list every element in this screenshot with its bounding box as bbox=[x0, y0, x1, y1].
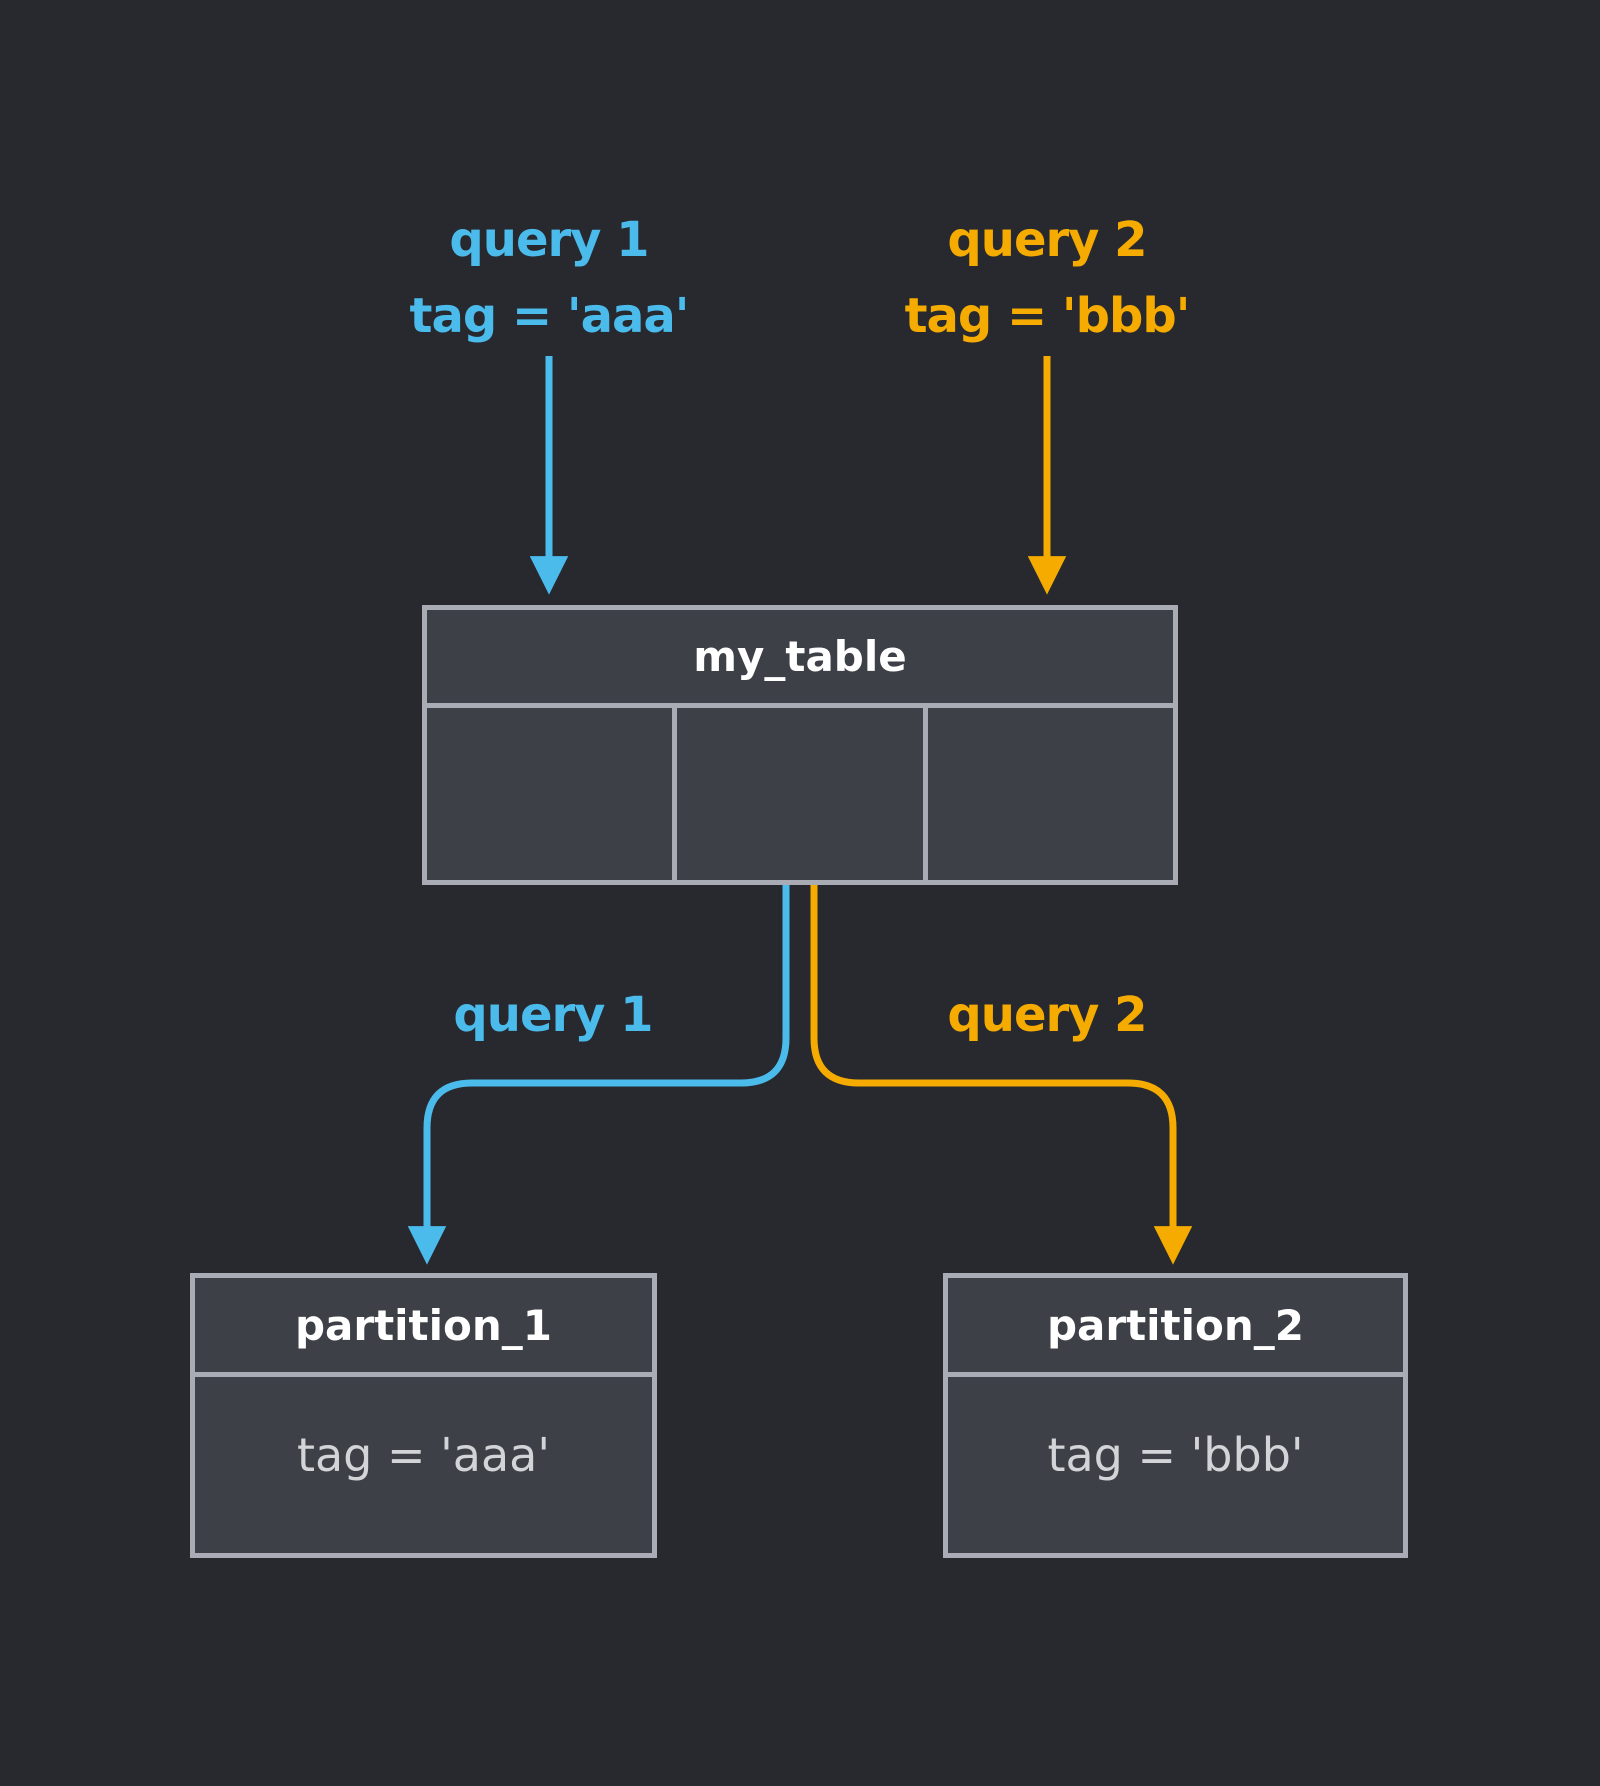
my-table-cells bbox=[427, 708, 1173, 880]
query1-route-label: query 1 bbox=[453, 987, 653, 1043]
query2-route-label: query 2 bbox=[947, 987, 1147, 1043]
table-cell bbox=[427, 708, 673, 880]
query2-name: query 2 bbox=[947, 212, 1147, 268]
my-table-title: my_table bbox=[427, 610, 1173, 703]
my-table-box: my_table bbox=[422, 605, 1178, 885]
query2-top-label: query 2 tag = 'bbb' bbox=[827, 202, 1267, 354]
partition-2-content: tag = 'bbb' bbox=[948, 1377, 1403, 1553]
query1-filter: tag = 'aaa' bbox=[409, 288, 690, 344]
query1-top-label: query 1 tag = 'aaa' bbox=[329, 202, 769, 354]
query1-route-arrow bbox=[407, 885, 790, 1265]
table-cell bbox=[927, 708, 1173, 880]
query2-route-arrow bbox=[810, 885, 1193, 1265]
query2-filter: tag = 'bbb' bbox=[904, 288, 1191, 344]
table-cell bbox=[677, 708, 923, 880]
partition-2-box: partition_2 tag = 'bbb' bbox=[943, 1273, 1408, 1558]
partition-1-title: partition_1 bbox=[195, 1278, 652, 1372]
partition-1-box: partition_1 tag = 'aaa' bbox=[190, 1273, 657, 1558]
partition-1-content: tag = 'aaa' bbox=[195, 1377, 652, 1553]
query1-name: query 1 bbox=[449, 212, 649, 268]
partition-2-title: partition_2 bbox=[948, 1278, 1403, 1372]
